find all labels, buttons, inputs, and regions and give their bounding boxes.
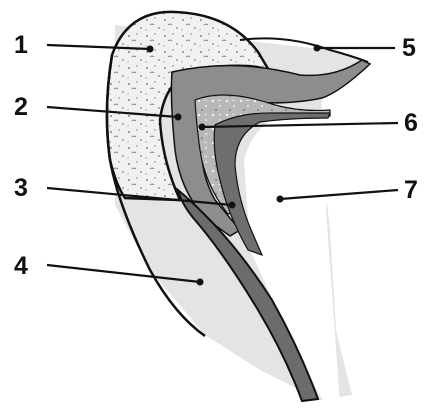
label-7: 7 — [404, 176, 418, 204]
label-2: 2 — [14, 93, 28, 121]
leader-dot-7 — [277, 196, 284, 203]
leader-dot-2 — [175, 114, 182, 121]
leader-dot-6 — [199, 124, 206, 131]
label-3: 3 — [14, 174, 28, 202]
label-5: 5 — [402, 34, 416, 62]
label-4: 4 — [14, 252, 28, 280]
label-1: 1 — [14, 31, 28, 59]
leader-dot-4 — [197, 279, 204, 286]
leader-dot-3 — [229, 202, 236, 209]
leader-dot-1 — [147, 46, 154, 53]
label-6: 6 — [404, 109, 418, 137]
leader-dot-5 — [314, 45, 321, 52]
